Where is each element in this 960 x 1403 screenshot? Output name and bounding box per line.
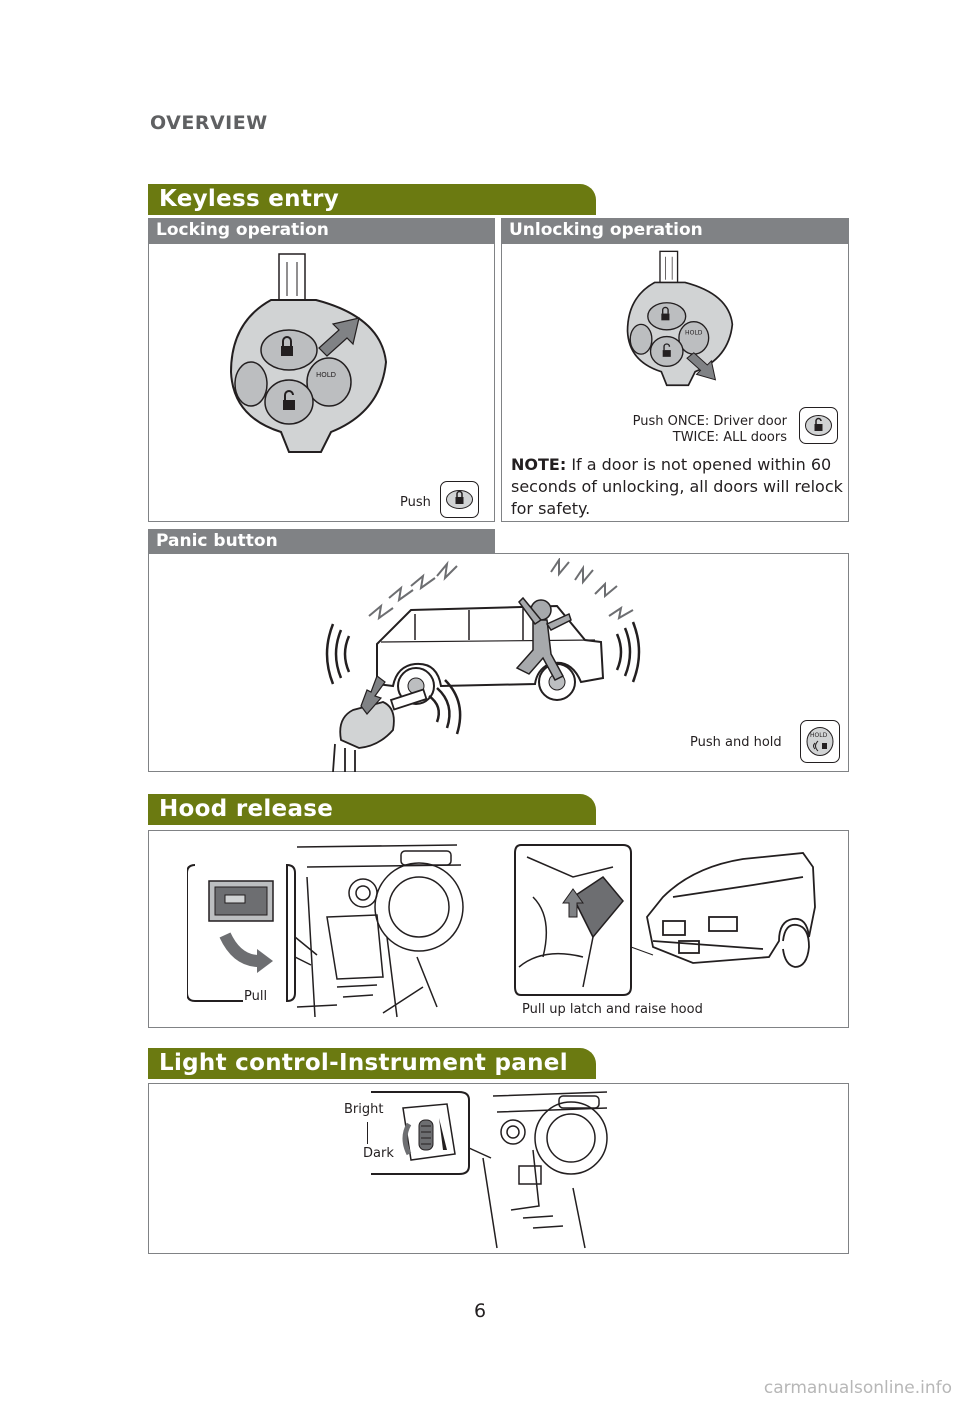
key-fob-icon: HOLD (626, 250, 734, 387)
note-text: If a door is not opened within 60 second… (511, 455, 843, 518)
svg-text:HOLD: HOLD (685, 330, 703, 337)
hood-latch-illustration (514, 844, 816, 996)
panic-button-panel: Push and hold HOLD (148, 553, 849, 772)
light-control-header: Light control-Instrument panel (148, 1048, 596, 1079)
locking-caption: Push (400, 495, 431, 510)
unlocking-caption: Push ONCE: Driver door TWICE: ALL doors (633, 414, 787, 446)
locking-operation-panel: HOLD Push (148, 243, 495, 522)
unlocking-caption-twice: TWICE: ALL doors (672, 430, 787, 445)
light-control-panel: Bright Dark (148, 1083, 849, 1254)
hood-pull-label: Pull (244, 989, 268, 1004)
bright-label: Bright (344, 1102, 384, 1117)
locking-operation-header: Locking operation (148, 218, 495, 243)
page-section-title: OVERVIEW (150, 112, 268, 134)
hood-release-panel: Pull Pull up latch and raise hood (148, 830, 849, 1028)
watermark: carmanualsonline.info (763, 1378, 952, 1398)
light-control-illustration (371, 1091, 608, 1249)
unlocking-note: NOTE: If a door is not opened within 60 … (511, 454, 845, 520)
hood-caption: Pull up latch and raise hood (522, 1002, 703, 1017)
note-label: NOTE: (511, 455, 567, 474)
key-fob-icon: HOLD (229, 253, 388, 453)
panic-caption: Push and hold (690, 735, 782, 750)
unlocking-operation-panel: HOLD Push ONCE: Driver door TWICE: ALL d… (501, 243, 849, 522)
keyless-entry-header: Keyless entry (148, 184, 596, 215)
panic-hold-icon: HOLD (800, 720, 840, 763)
panic-car-illustration (325, 558, 641, 772)
bright-dark-divider (367, 1122, 368, 1144)
lock-button-icon (440, 481, 479, 518)
panic-button-header: Panic button (148, 529, 495, 554)
svg-text:HOLD: HOLD (810, 732, 828, 739)
page-number: 6 (473, 1300, 487, 1322)
unlocking-operation-header: Unlocking operation (501, 218, 849, 243)
unlock-button-icon (799, 407, 838, 444)
hood-release-header: Hood release (148, 794, 596, 825)
hood-release-lever-illustration (187, 844, 464, 1018)
svg-text:HOLD: HOLD (316, 371, 336, 379)
dark-label: Dark (363, 1146, 394, 1161)
unlocking-caption-once: Push ONCE: Driver door (632, 414, 787, 429)
